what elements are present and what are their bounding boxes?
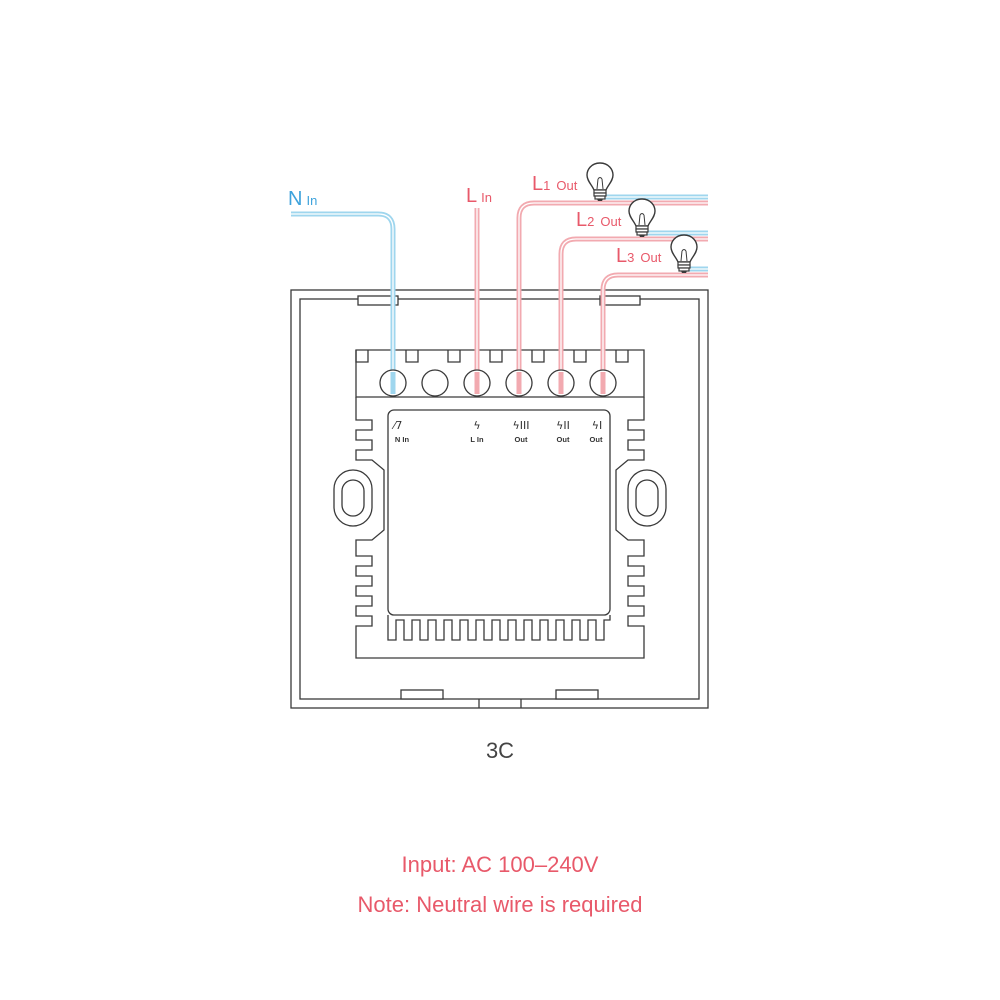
neutral-wire-note: Note: Neutral wire is required xyxy=(357,892,643,917)
terminal-labels: ⁄7 N In ϟ L In ϟIII Out ϟII Out ϟI Out xyxy=(391,419,603,444)
terminal-symbol-n: ⁄7 xyxy=(391,419,403,432)
terminal-label-lin: L In xyxy=(470,435,484,444)
terminal-symbol-out3: ϟIII xyxy=(513,419,530,432)
terminal-label-n: N In xyxy=(395,435,410,444)
switch-backplate xyxy=(290,289,709,709)
out1-wire xyxy=(516,200,708,382)
out3-wire xyxy=(600,272,708,382)
terminal-screws xyxy=(379,369,617,397)
terminal-label-out2: Out xyxy=(557,435,570,444)
terminal-symbol-out1: ϟI xyxy=(592,419,603,432)
live-wires xyxy=(474,200,708,382)
model-label: 3C xyxy=(485,738,515,763)
input-voltage-note: Input: AC 100–240V xyxy=(401,852,599,877)
terminal-symbol-out2: ϟII xyxy=(556,419,570,432)
live-wires-inner xyxy=(476,202,708,382)
terminal-screw xyxy=(421,369,449,397)
live-wire-ends xyxy=(474,372,606,394)
neutral-wire-inner xyxy=(291,213,394,382)
terminal-symbol-lin: ϟ xyxy=(473,419,480,432)
terminal-label-out3: Out xyxy=(515,435,528,444)
terminal-label-out1: Out xyxy=(590,435,603,444)
